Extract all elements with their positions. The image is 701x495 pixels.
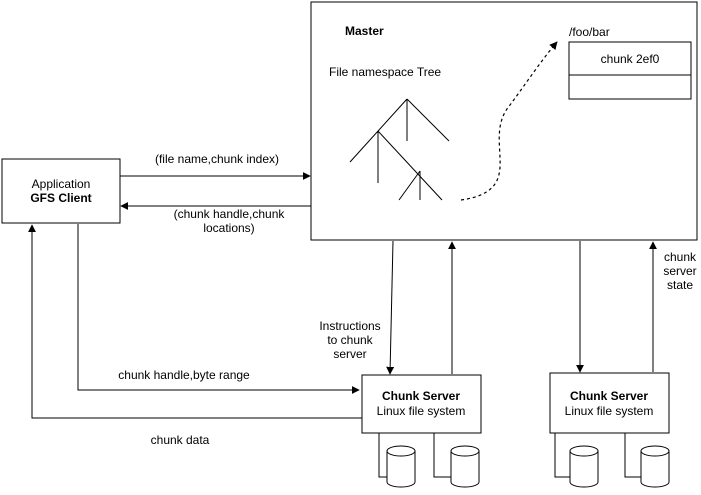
- chunk-server-2-subtitle: Linux file system: [565, 404, 654, 418]
- chunk-data-label: chunk data: [151, 433, 210, 447]
- chunk-id-cell: chunk 2ef0: [601, 52, 660, 66]
- chunk-server-1-disks: [378, 433, 480, 488]
- tree-to-file-dashed-arrow: [460, 41, 558, 201]
- request-label: (file name,chunk index): [155, 152, 279, 166]
- instructions-label-line2: to chunk: [327, 333, 373, 347]
- disk-icon: [640, 445, 670, 488]
- gfs-client-box[interactable]: Application GFS Client: [1, 158, 121, 224]
- chunk-data-arrow: [28, 224, 362, 419]
- chunk-server-2-title: Chunk Server: [570, 389, 648, 403]
- disk-icon: [386, 445, 416, 488]
- instructions-arrow: [386, 240, 395, 375]
- byte-range-label: chunk handle,byte range: [118, 368, 250, 382]
- file-chunk-table: chunk 2ef0: [568, 41, 692, 100]
- namespace-tree-label: File namespace Tree: [329, 65, 441, 79]
- reply-label-line1: (chunk handle,chunk: [174, 207, 286, 221]
- chunk-server-1-box[interactable]: Chunk Server Linux file system: [361, 374, 482, 434]
- client-label: Application: [32, 177, 91, 191]
- chunk-server-2-disks: [554, 433, 670, 488]
- state-label-line3: state: [667, 278, 693, 292]
- chunk-server-1-title: Chunk Server: [382, 389, 460, 403]
- file-path-label: /foo/bar: [569, 25, 610, 39]
- master-title: Master: [345, 24, 384, 38]
- byte-range-arrow: [77, 224, 360, 394]
- master-box[interactable]: Master File namespace Tree /foo/bar chun…: [310, 1, 698, 241]
- instructions-label-line1: Instructions: [319, 319, 380, 333]
- namespace-tree-icon: [349, 98, 450, 201]
- reply-label-line2: locations): [203, 221, 254, 235]
- instructions-label-line3: server: [333, 347, 366, 361]
- chunk-server-2-box[interactable]: Chunk Server Linux file system: [549, 372, 670, 434]
- disk-icon: [450, 445, 480, 488]
- chunk-server-1-subtitle: Linux file system: [377, 404, 466, 418]
- client-name: GFS Client: [30, 191, 91, 205]
- disk-icon: [569, 445, 599, 488]
- state-label-line2: server: [663, 264, 696, 278]
- state-label-line1: chunk: [664, 250, 697, 264]
